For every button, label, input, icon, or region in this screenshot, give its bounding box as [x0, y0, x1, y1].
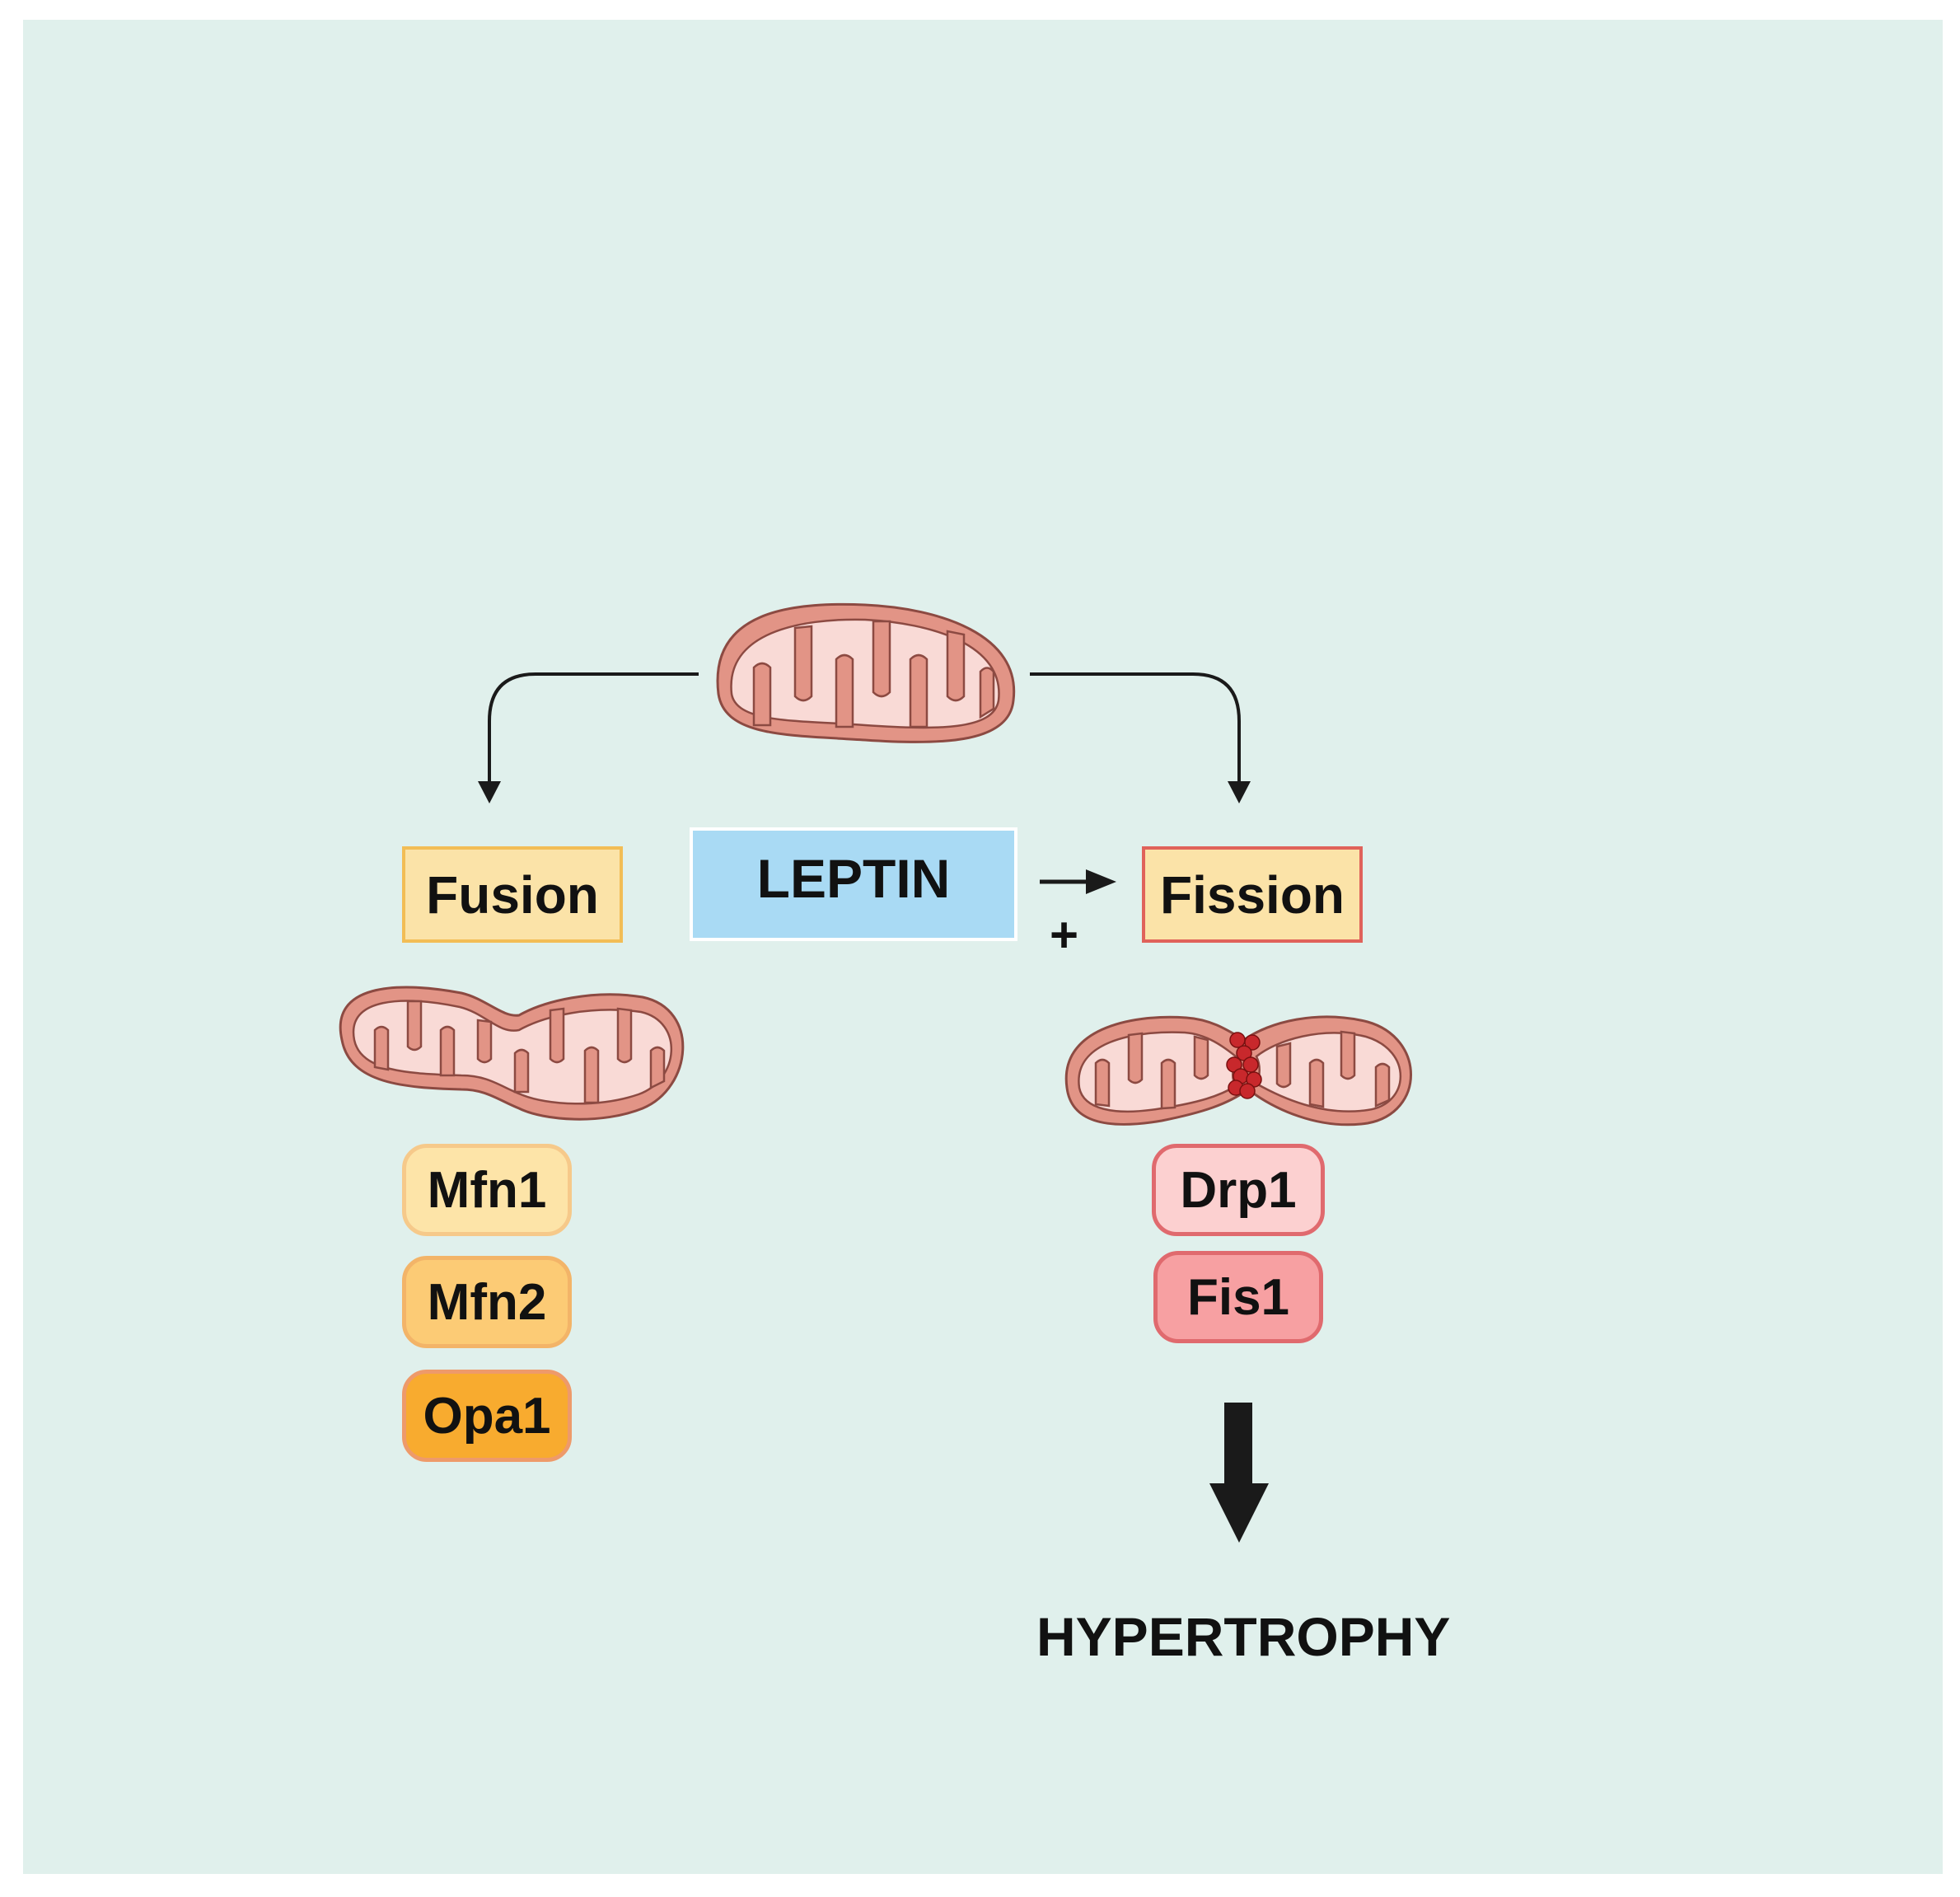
- opa1-badge: Opa1: [402, 1370, 572, 1462]
- arrow-to-fusion: [478, 672, 699, 803]
- hypertrophy-arrow: [1209, 1403, 1269, 1543]
- leptin-box: LEPTIN: [690, 827, 1017, 941]
- drp1-badge: Drp1: [1152, 1144, 1325, 1236]
- fis1-badge: Fis1: [1153, 1251, 1323, 1343]
- hypertrophy-label: HYPERTROPHY: [1036, 1606, 1451, 1667]
- mitochondrion-fission: [1064, 1015, 1412, 1126]
- fission-box: Fission: [1142, 846, 1363, 943]
- mfn2-badge: Mfn2: [402, 1256, 572, 1348]
- mitochondrion-top: [716, 602, 1016, 743]
- leptin-stimulates-arrow: [1040, 869, 1116, 894]
- fusion-box: Fusion: [402, 846, 623, 943]
- mitochondrion-fusion: [339, 986, 685, 1121]
- mfn1-badge: Mfn1: [402, 1144, 572, 1236]
- diagram-background: [23, 20, 1943, 1874]
- plus-sign: +: [1050, 907, 1079, 963]
- drp1-constriction-dots: [1226, 1032, 1262, 1099]
- arrow-to-fission: [1030, 672, 1251, 803]
